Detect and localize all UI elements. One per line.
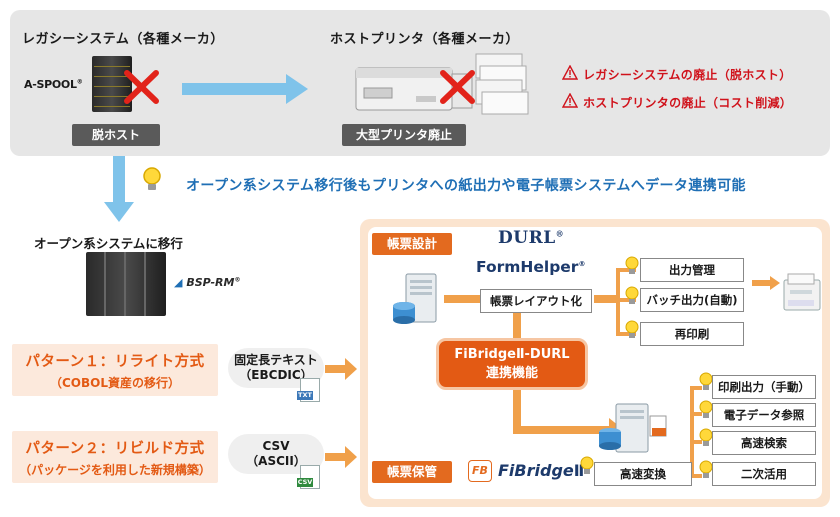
arrow-right-icon (325, 358, 357, 380)
warning-triangle-icon (562, 65, 578, 80)
pattern2-subtitle: （パッケージを利用した新規構築） (19, 463, 211, 477)
label-form-storage: 帳票保管 (372, 461, 452, 483)
tag-host-exit: 脱ホスト (72, 124, 160, 146)
durl-logo: DURL® (498, 228, 565, 248)
txt-file-icon: TXT (297, 378, 320, 402)
host-printer-title: ホストプリンタ（各種メーカ） (330, 32, 520, 47)
warning-triangle-icon (562, 93, 578, 108)
bsp-rm-logo: ◢ BSP-RM® (174, 276, 241, 289)
arrow-down-icon (104, 156, 134, 222)
layout-box: 帳票レイアウト化 (480, 289, 592, 313)
headline-text: オープン系システム移行後もプリンタへの紙出力や電子帳票システムへデータ連携可能 (186, 178, 746, 194)
label-form-design: 帳票設計 (372, 233, 452, 255)
formhelper-logo: FormHelper® (476, 258, 586, 276)
pattern1-box: パターン１：リライト方式 （COBOL資産の移行） (12, 344, 218, 396)
legacy-system-title: レガシーシステム（各種メーカ） (22, 32, 224, 47)
item-output-management: 出力管理 (640, 258, 744, 282)
bracket-connector (690, 386, 702, 478)
pattern1-title: パターン１：リライト方式 (25, 354, 205, 370)
pattern2-box: パターン２：リビルド方式 （パッケージを利用した新規構築） (12, 431, 218, 483)
item-electronic-data-ref: 電子データ参照 (712, 403, 816, 427)
bracket-connector (616, 268, 636, 336)
fibridge-mark-icon: FB (468, 460, 492, 482)
item-fast-search: 高速検索 (712, 431, 816, 455)
aspool-logo: A-SPOOL® (24, 78, 83, 91)
lightbulb-icon (625, 256, 639, 274)
tag-printer-exit: 大型プリンタ廃止 (342, 124, 466, 146)
lightbulb-icon (625, 286, 639, 304)
bubble-csv: CSV （ASCII） (228, 434, 324, 474)
item-fast-conversion: 高速変換 (594, 462, 692, 486)
lightbulb-icon (580, 456, 594, 474)
fibridge-durl-link: FiBridgeⅡ-DURL 連携機能 (436, 338, 588, 390)
arrow-right-icon (752, 276, 780, 290)
item-print-output-manual: 印刷出力（手動） (712, 375, 816, 399)
pattern1-subtitle: （COBOL資産の移行） (49, 376, 180, 390)
lightbulb-icon (143, 167, 161, 190)
cross-icon (124, 70, 159, 104)
open-server-icon (86, 252, 166, 316)
open-system-title: オープン系システムに移行 (34, 236, 183, 251)
host-printer-icon (355, 53, 529, 115)
arrow-right-icon (325, 446, 357, 468)
legacy-server-icon (92, 56, 132, 112)
bubble-fixed-text: 固定長テキスト （EBCDIC） (228, 348, 324, 388)
item-secondary-use: 二次活用 (712, 462, 816, 486)
cross-icon (440, 70, 475, 104)
item-batch-output: バッチ出力(自動) (640, 288, 744, 312)
storage-server-icon (599, 403, 667, 453)
warning-legacy-abolish: レガシーシステムの廃止（脱ホスト） (583, 68, 792, 82)
fibridge-logo: FiBridgeⅡ (498, 461, 585, 480)
design-server-icon (393, 273, 437, 324)
warning-printer-abolish: ホストプリンタの廃止（コスト削減） (583, 96, 793, 110)
lightbulb-icon (625, 320, 639, 338)
pattern2-title: パターン２：リビルド方式 (25, 441, 205, 457)
printer-icon (783, 273, 821, 311)
arrow-right-icon (182, 74, 308, 104)
csv-file-icon: CSV (297, 465, 320, 489)
item-reprint: 再印刷 (640, 322, 744, 346)
